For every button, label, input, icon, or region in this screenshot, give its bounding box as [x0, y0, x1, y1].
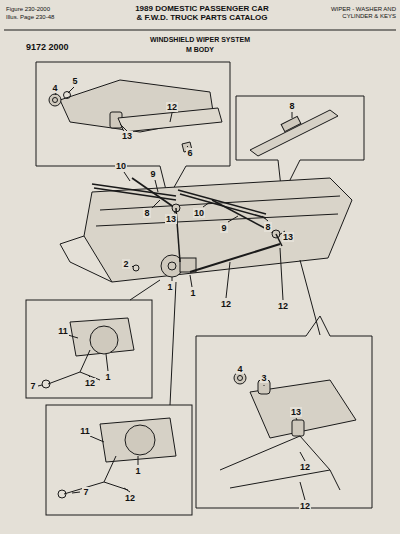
motor-linkage: [133, 208, 282, 277]
callout-number: 5: [71, 76, 78, 86]
header-text: WIPER - WASHER AND CYLINDER & KEYS: [314, 6, 396, 20]
callout-number: 11: [57, 326, 69, 336]
callout-number: WINDSHIELD WIPER SYSTEM: [149, 36, 251, 44]
callout-number: 1: [104, 372, 111, 382]
callout-number: 12: [299, 462, 311, 472]
callout-number: 12: [220, 299, 232, 309]
callout-number: 3: [260, 373, 267, 383]
callout-number: 4: [236, 364, 243, 374]
callout-number: 1: [166, 282, 173, 292]
callout-number: 10: [193, 208, 205, 218]
header-text: Illus. Page 230-48: [6, 14, 54, 21]
callout-number: 8: [264, 222, 271, 232]
callout-number: 13: [282, 232, 294, 242]
callout-number: 13: [290, 407, 302, 417]
callout-number: 7: [82, 487, 89, 497]
callout-number: 4: [51, 83, 58, 93]
callout-number: 12: [299, 501, 311, 511]
motor-detail: [58, 418, 176, 498]
catalog-title: 1989 DOMESTIC PASSENGER CAR & F.W.D. TRU…: [132, 4, 272, 22]
callout-number: 12: [166, 102, 178, 112]
header-rule: [4, 29, 396, 30]
inset-frame: [36, 62, 230, 198]
cowl-panel: [60, 178, 352, 282]
callout-number: 1: [134, 466, 141, 476]
callout-number: 13: [165, 214, 177, 224]
callout-number: 1: [189, 288, 196, 298]
inset-frame: [26, 300, 152, 398]
callout-number: 9: [149, 169, 156, 179]
callout-number: 2: [122, 259, 129, 269]
callout-number: M BODY: [185, 46, 215, 54]
header-text: Figure 230-2000: [6, 6, 50, 13]
inset-frame: [46, 405, 192, 515]
callout-number: 10: [115, 161, 127, 171]
callout-number: 7: [29, 381, 36, 391]
motor-detail: [42, 318, 134, 388]
callout-number: 6: [186, 148, 193, 158]
blade-clip-detail: [250, 110, 338, 156]
header-text: 9172 2000: [26, 42, 69, 52]
callout-number: 8: [143, 208, 150, 218]
callout-number: 11: [79, 426, 91, 436]
callout-number: 12: [277, 301, 289, 311]
callout-number: 13: [121, 131, 133, 141]
callout-number: 12: [124, 493, 136, 503]
callout-number: 8: [288, 101, 295, 111]
callout-number: 12: [84, 378, 96, 388]
pivot-detail: [49, 80, 222, 152]
callout-number: 9: [220, 223, 227, 233]
wiper-arms: [92, 178, 276, 234]
pivot-detail: [220, 372, 356, 490]
inset-frame: [196, 316, 372, 508]
